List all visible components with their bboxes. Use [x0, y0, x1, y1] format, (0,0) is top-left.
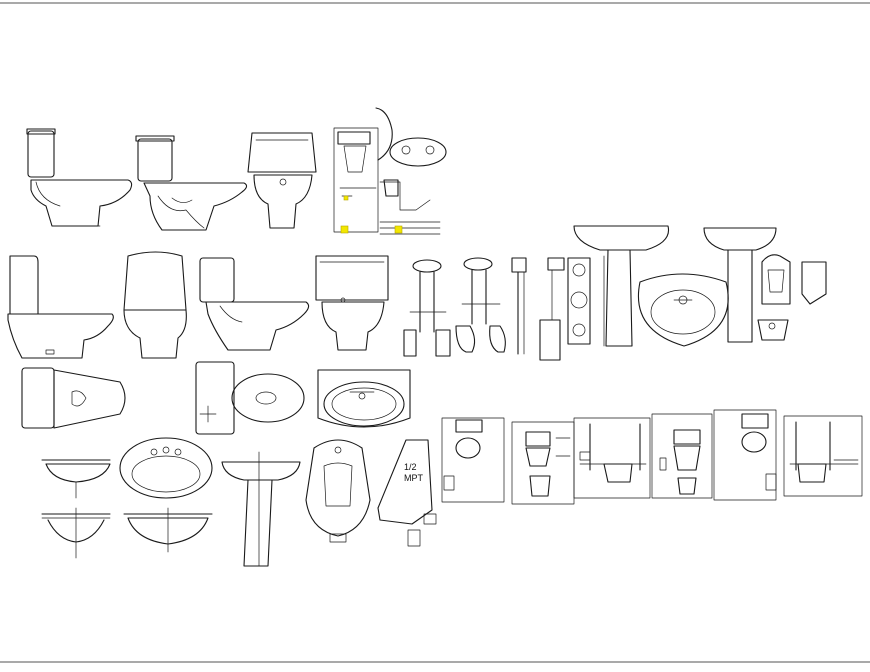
accessible-wc-elev-3: [651, 413, 713, 499]
accessible-wc-plan-1: [441, 417, 505, 503]
pedestal-sink-elevation: [221, 451, 301, 567]
urinal-with-piping-2: [455, 257, 506, 353]
oval-sink-plan: [119, 437, 213, 499]
toilet-plan-view-2: [195, 361, 305, 435]
toilet-front-view-2: [123, 251, 187, 359]
toilet-side-view-4: [199, 257, 310, 351]
valve-size-label-line1: 1/2: [404, 462, 417, 472]
urinal-front-view: [305, 439, 371, 543]
toilet-front-view-1: [247, 132, 317, 229]
toilet-side-view-1: [26, 128, 133, 227]
urinal-plan-stack: [567, 257, 591, 345]
accessible-wc-elev-1: [511, 421, 575, 505]
pedestal-sink-side: [573, 225, 670, 347]
toilet-plan-view-1: [21, 367, 126, 429]
accessible-wc-elev-2: [573, 417, 651, 499]
wall-urinal-small: [757, 254, 827, 341]
sink-plan-view: [638, 273, 729, 347]
toilet-front-view-3: [315, 255, 389, 351]
flush-valve-side: 1/2 MPT: [377, 439, 437, 547]
accessible-wc-plan-2: [713, 409, 777, 501]
sink-section-1: [41, 459, 111, 499]
valve-size-label-line2: MPT: [404, 473, 424, 483]
oval-sink-section: [123, 507, 213, 553]
pedestal-sink-front: [703, 227, 777, 343]
vanity-sink-plan: [317, 369, 411, 428]
urinal-with-piping-1: [403, 259, 451, 357]
urinal-side-piping: [511, 257, 565, 361]
toilet-install-detail: [333, 107, 447, 235]
toilet-side-view-3: [7, 255, 114, 359]
sink-section-2: [41, 507, 111, 559]
toilet-side-view-2: [135, 135, 248, 231]
accessible-wc-elev-4: [783, 415, 863, 497]
